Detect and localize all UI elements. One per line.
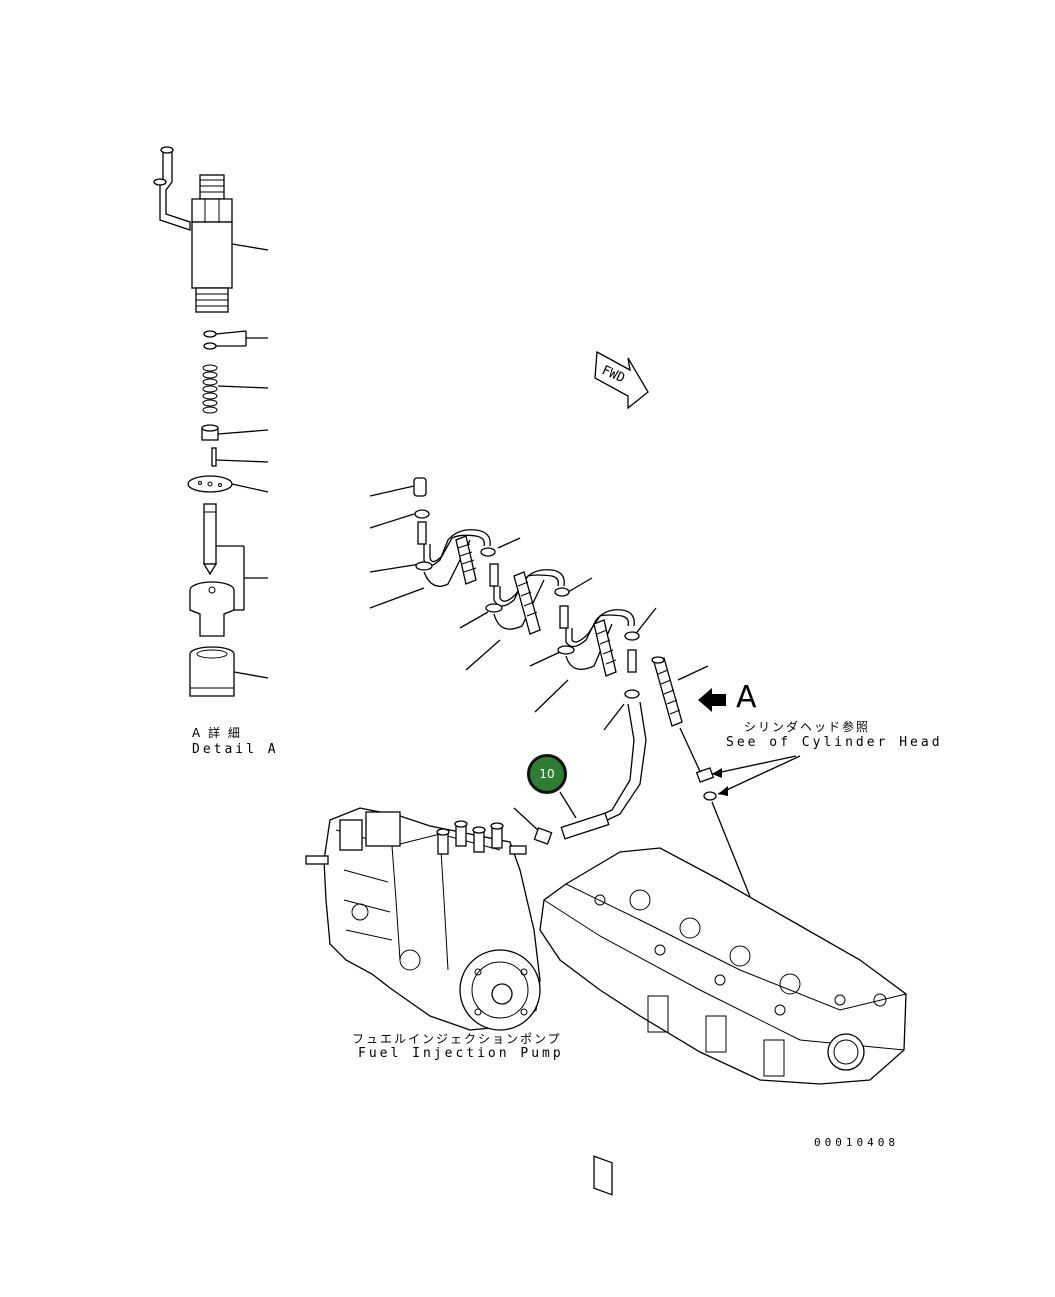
fwd-arrow-icon: FWD	[594, 350, 649, 410]
pump-label-en: Fuel Injection Pump	[358, 1046, 564, 1061]
detail-a-label-jp: A 詳 細	[192, 726, 242, 740]
detail-a-label-en: Detail A	[192, 742, 279, 757]
cylinder-head	[539, 847, 907, 1196]
pump-label-jp: フュエルインジェクションポンプ	[352, 1032, 562, 1046]
view-arrow-icon	[698, 688, 726, 712]
callout-badge[interactable]: 10	[527, 754, 567, 794]
callout-number: 10	[539, 767, 555, 781]
cylinder-head-ref-en: See of Cylinder Head	[726, 735, 943, 750]
injection-pipes	[369, 477, 791, 997]
drawing-number: 00010408	[814, 1136, 899, 1149]
view-a-letter: A	[736, 680, 757, 715]
fuel-injection-pump	[305, 807, 541, 1031]
pipe-clip	[513, 807, 553, 845]
injector-detail-a	[153, 146, 269, 697]
washer-bolt	[695, 755, 801, 801]
cylinder-head-ref-jp: シリンダヘッド参照	[744, 720, 871, 734]
